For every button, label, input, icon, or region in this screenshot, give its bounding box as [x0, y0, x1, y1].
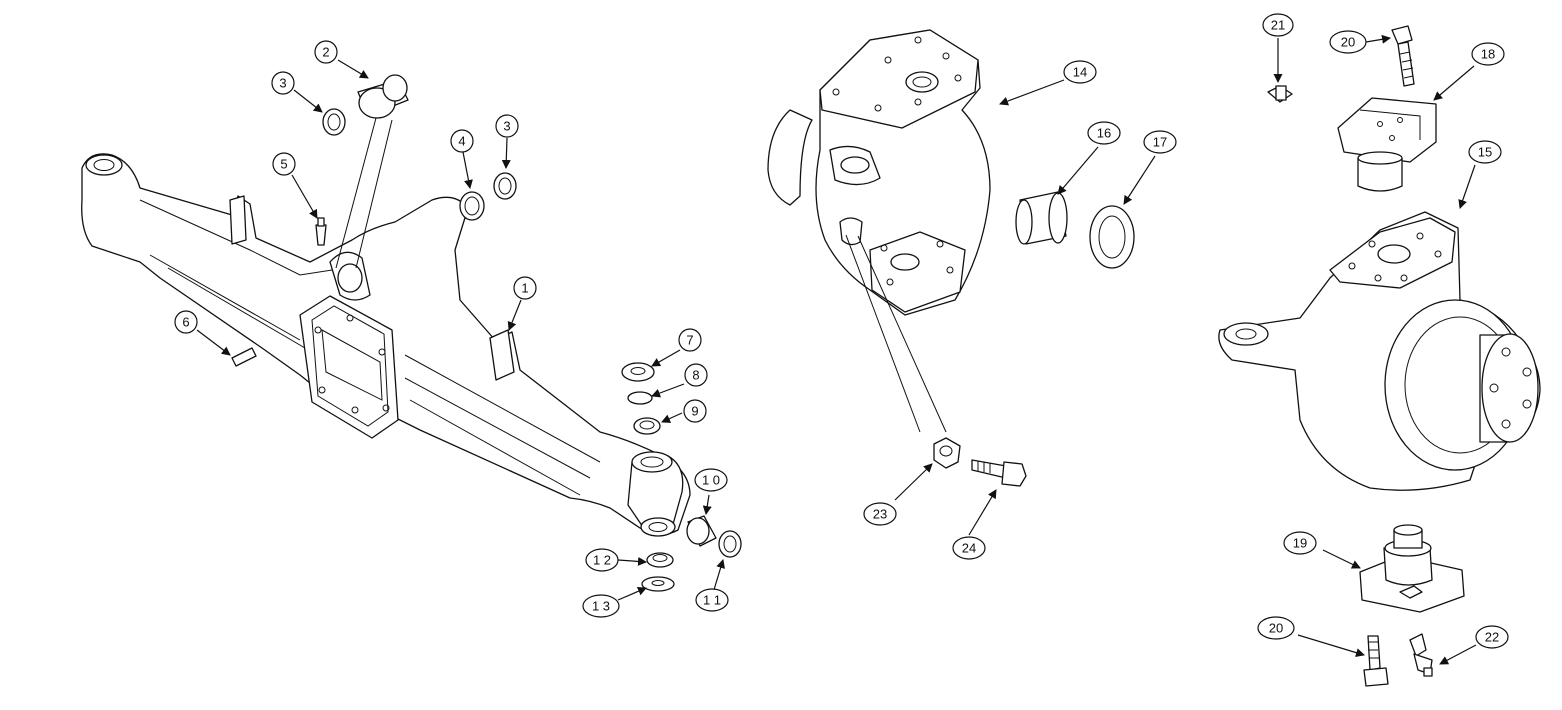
svg-text:22: 22 [1485, 630, 1499, 645]
callout-2: 2 [314, 40, 338, 64]
callout-14: 14 [1063, 60, 1097, 84]
seal-17 [1089, 205, 1135, 269]
svg-text:2: 2 [322, 45, 329, 60]
bolt-20b [1363, 635, 1389, 687]
washer-13 [641, 576, 675, 592]
grease-fitting-5 [315, 217, 327, 246]
callout-17: 17 [1143, 130, 1177, 154]
svg-text:20: 20 [1341, 35, 1355, 50]
callout-1: 1 [513, 276, 537, 300]
callout-3a: 3 [271, 71, 295, 95]
callout-3b: 3 [495, 114, 519, 138]
plug-6 [231, 347, 257, 367]
steering-knuckle-15 [1218, 211, 1541, 491]
steering-knuckle-14 [767, 29, 991, 316]
callout-13: 1 3 [582, 594, 620, 618]
svg-text:21: 21 [1271, 18, 1285, 33]
bolt-24 [971, 459, 1027, 487]
svg-text:3: 3 [279, 76, 286, 91]
svg-text:14: 14 [1073, 65, 1087, 80]
callout-16: 16 [1087, 121, 1121, 145]
svg-text:15: 15 [1478, 145, 1492, 160]
seal-12 [646, 552, 674, 568]
callout-10: 1 0 [694, 468, 728, 492]
svg-text:19: 19 [1293, 536, 1307, 551]
callout-4: 4 [450, 129, 474, 153]
callout-9: 9 [683, 399, 707, 423]
callout-5: 5 [272, 152, 296, 176]
seal-9 [633, 417, 661, 435]
svg-text:8: 8 [692, 368, 699, 383]
bolt-20a [1391, 25, 1415, 87]
svg-text:1 3: 1 3 [592, 599, 610, 614]
callout-23: 23 [863, 502, 897, 526]
callout-7: 7 [678, 328, 702, 352]
svg-text:1 2: 1 2 [593, 553, 611, 568]
callout-20b: 20 [1257, 616, 1295, 640]
lower-pivot-19 [1359, 524, 1465, 613]
seal-11 [718, 530, 742, 558]
nut-23 [933, 437, 961, 469]
svg-text:16: 16 [1097, 126, 1111, 141]
seal-3a [322, 108, 346, 136]
callout-11: 1 1 [695, 588, 729, 612]
svg-text:9: 9 [691, 404, 698, 419]
bushing-10 [686, 515, 717, 547]
upper-pivot-18 [1337, 97, 1437, 192]
leader-lines [196, 34, 1477, 665]
grease-fitting-21 [1267, 85, 1293, 103]
svg-text:23: 23 [873, 507, 887, 522]
callout-24: 24 [952, 536, 986, 560]
callout-19: 19 [1283, 531, 1317, 555]
svg-text:17: 17 [1153, 135, 1167, 150]
callout-21: 21 [1262, 13, 1294, 37]
svg-text:18: 18 [1481, 47, 1495, 62]
bushing-2 [357, 74, 409, 119]
grease-fitting-22 [1409, 633, 1433, 677]
callout-12: 1 2 [585, 548, 619, 572]
callout-6: 6 [174, 310, 198, 334]
svg-text:5: 5 [280, 157, 287, 172]
svg-text:20: 20 [1269, 621, 1283, 636]
svg-text:1: 1 [521, 281, 528, 296]
bushing-16 [1015, 191, 1068, 245]
svg-text:24: 24 [962, 541, 976, 556]
svg-text:6: 6 [182, 315, 189, 330]
callout-8: 8 [684, 363, 708, 387]
svg-text:3: 3 [503, 119, 510, 134]
callout-22: 22 [1475, 625, 1509, 649]
callout-15: 15 [1468, 140, 1502, 164]
washer-7 [621, 362, 655, 382]
callout-18: 18 [1471, 42, 1505, 66]
bushing-4 [459, 191, 485, 221]
shim-8 [627, 391, 653, 405]
seal-3b [493, 172, 517, 200]
svg-text:4: 4 [458, 134, 465, 149]
callout-20a: 20 [1329, 30, 1367, 54]
svg-text:7: 7 [686, 333, 693, 348]
axle-beam [81, 153, 691, 537]
svg-text:1 1: 1 1 [703, 593, 721, 608]
svg-text:1 0: 1 0 [702, 473, 720, 488]
